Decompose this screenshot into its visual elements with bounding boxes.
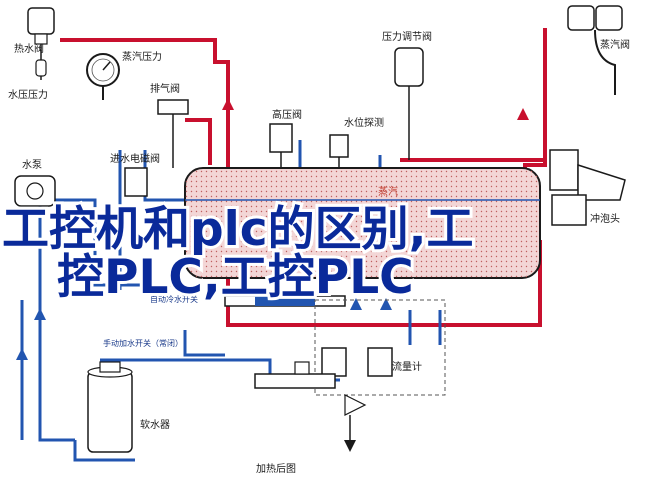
pressure-valve-label: 压力调节阀 bbox=[382, 30, 432, 43]
high-pressure-valve bbox=[269, 123, 293, 168]
water-pump bbox=[14, 175, 56, 207]
pressure-regulator bbox=[394, 47, 424, 160]
flowmeters bbox=[314, 299, 446, 396]
water-level-probe bbox=[329, 134, 349, 168]
steam-pressure-label: 蒸汽压力 bbox=[122, 50, 162, 63]
inlet-solenoid-label: 进水电磁阀 bbox=[110, 152, 160, 165]
steam-label: 蒸汽 bbox=[378, 185, 398, 198]
pressure-gauge bbox=[86, 53, 120, 100]
flush-head bbox=[549, 149, 626, 226]
diagram-title: 加热后图 bbox=[256, 462, 296, 475]
heat-valve bbox=[27, 7, 55, 80]
water-pressure-label: 水压压力 bbox=[8, 88, 48, 101]
flush-head-label: 冲泡头 bbox=[590, 212, 620, 225]
high-pressure-valve-label: 高压阀 bbox=[272, 108, 302, 121]
distribution-bar bbox=[224, 295, 346, 307]
boiler-tank bbox=[184, 167, 541, 279]
auto-water-switch-label: 自动冷水开关 bbox=[150, 294, 198, 304]
steam-valve bbox=[567, 5, 623, 95]
overlay-line-2: 控PLC,工控PLC bbox=[57, 250, 414, 305]
exhaust-valve bbox=[157, 99, 189, 168]
flow-arrows-blue bbox=[16, 293, 392, 360]
flowmeter-label: 流量计 bbox=[392, 360, 422, 373]
exhaust-valve-label: 排气阀 bbox=[150, 82, 180, 95]
softener bbox=[87, 361, 133, 453]
water-level-probe-label: 水位探测 bbox=[344, 116, 384, 129]
manual-water-switch-label: 手动加水开关（常闭） bbox=[103, 338, 183, 348]
softener-label: 软水器 bbox=[140, 418, 170, 431]
steam-valve-label: 蒸汽阀 bbox=[600, 38, 630, 51]
heat-valve-label: 热水阀 bbox=[14, 42, 44, 55]
water-pump-label: 水泵 bbox=[22, 159, 42, 171]
bottom-valve-assembly bbox=[254, 361, 367, 452]
overlay-line-1: 工控机和plc的区别,工 bbox=[2, 202, 473, 257]
inlet-solenoid bbox=[124, 167, 148, 197]
